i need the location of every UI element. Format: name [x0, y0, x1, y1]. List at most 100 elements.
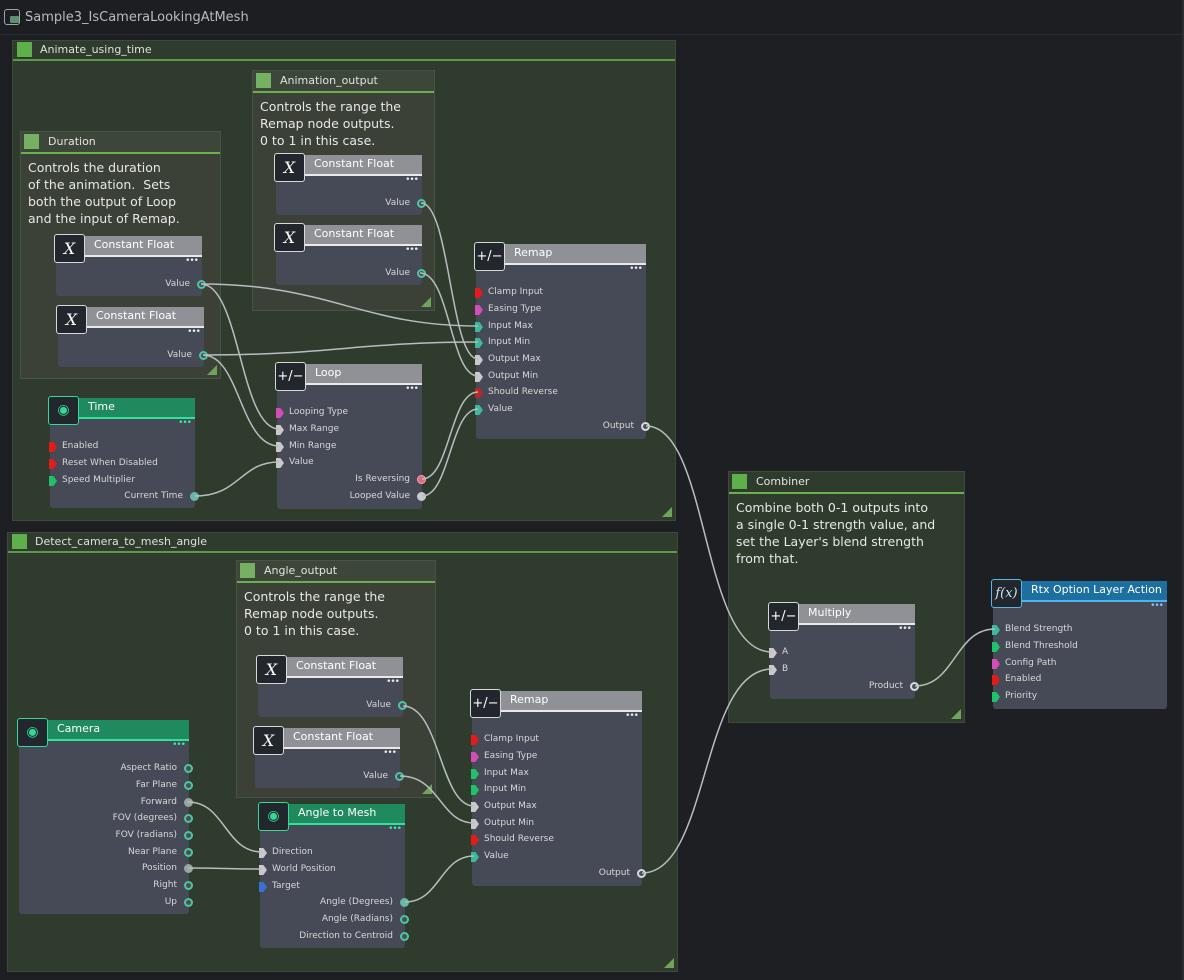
comment-header[interactable]: Animation_output — [253, 71, 434, 93]
output-pin-fov-radians[interactable] — [184, 831, 193, 840]
output-pin-aspect-ratio[interactable] — [184, 764, 193, 773]
node-multiply[interactable]: Multiply +/− ••• A B Product — [770, 604, 915, 699]
output-pin-output[interactable] — [637, 869, 646, 878]
input-pin-output-max[interactable] — [475, 355, 483, 365]
output-pin-forward[interactable] — [184, 798, 193, 807]
node-remap[interactable]: Remap +/− ••• Clamp Input Easing Type In… — [472, 691, 642, 886]
more-options-icon[interactable]: ••• — [386, 677, 399, 687]
port-label: Easing Type — [484, 751, 537, 761]
more-options-icon[interactable]: ••• — [625, 711, 638, 721]
group-header[interactable]: Detect_camera_to_mesh_angle — [8, 533, 677, 553]
node-remap[interactable]: Remap +/− ••• Clamp Input Easing Type In… — [476, 244, 646, 439]
input-pin-blend-threshold[interactable] — [992, 642, 1000, 652]
output-pin-output[interactable] — [641, 422, 650, 431]
output-pin-current-time[interactable] — [190, 492, 199, 501]
output-pin-angle-degrees[interactable] — [400, 898, 409, 907]
input-pin-value[interactable] — [276, 458, 284, 468]
node-camera[interactable]: Camera ◉ ••• Aspect Ratio Far Plane Forw… — [19, 720, 189, 914]
input-pin-reset-when-disabled[interactable] — [49, 459, 57, 469]
input-pin-easing-type[interactable] — [471, 752, 479, 762]
comment-header[interactable]: Combiner — [729, 472, 964, 494]
output-pin-direction-to-centroid[interactable] — [400, 932, 409, 941]
node-constant-float[interactable]: Constant Float X ••• Value — [258, 657, 403, 717]
node-rtx-option-layer-action[interactable]: Rtx Option Layer Action f(x) ••• Blend S… — [993, 581, 1167, 709]
input-pin-value[interactable] — [475, 405, 483, 415]
more-options-icon[interactable]: ••• — [383, 748, 396, 758]
port-label: Forward — [141, 797, 177, 807]
node-constant-float[interactable]: Constant Float X ••• Value — [276, 225, 422, 285]
node-constant-float[interactable]: Constant Float X ••• Value — [56, 236, 202, 296]
input-pin-blend-strength[interactable] — [992, 625, 1000, 635]
input-pin-easing-type[interactable] — [475, 305, 483, 315]
more-options-icon[interactable]: ••• — [172, 740, 185, 750]
input-pin-a[interactable] — [769, 648, 777, 658]
input-pin-world-position[interactable] — [259, 865, 267, 875]
input-pin-enabled[interactable] — [49, 442, 57, 452]
input-pin-input-max[interactable] — [471, 769, 479, 779]
input-pin-output-max[interactable] — [471, 802, 479, 812]
more-options-icon[interactable]: ••• — [898, 624, 911, 634]
node-constant-float[interactable]: Constant Float X ••• Value — [255, 728, 400, 788]
more-options-icon[interactable]: ••• — [388, 824, 401, 834]
input-pin-output-min[interactable] — [475, 372, 483, 382]
input-pin-speed-multiplier[interactable] — [49, 476, 57, 486]
input-pin-clamp-input[interactable] — [471, 735, 479, 745]
output-pin-far-plane[interactable] — [184, 781, 193, 790]
more-options-icon[interactable]: ••• — [185, 256, 198, 266]
output-pin-value[interactable] — [398, 701, 407, 710]
node-loop[interactable]: Loop +/− ••• Looping Type Max Range Min … — [277, 364, 422, 509]
input-pin-should-reverse[interactable] — [471, 835, 479, 845]
output-pin-value[interactable] — [395, 772, 404, 781]
more-options-icon[interactable]: ••• — [405, 384, 418, 394]
output-pin-value[interactable] — [417, 199, 426, 208]
output-pin-value[interactable] — [199, 351, 208, 360]
resize-handle[interactable] — [207, 365, 217, 375]
output-pin-looped-value[interactable] — [417, 492, 426, 501]
input-pin-target[interactable] — [259, 882, 267, 892]
output-pin-position[interactable] — [184, 864, 193, 873]
input-pin-input-min[interactable] — [471, 785, 479, 795]
resize-handle[interactable] — [664, 958, 674, 968]
group-header[interactable]: Animate_using_time — [13, 41, 675, 61]
input-pin-input-max[interactable] — [475, 322, 483, 332]
input-pin-enabled[interactable] — [992, 675, 1000, 685]
resize-handle[interactable] — [421, 297, 431, 307]
more-options-icon[interactable]: ••• — [629, 264, 642, 274]
input-pin-max-range[interactable] — [276, 425, 284, 435]
input-pin-config-path[interactable] — [992, 659, 1000, 669]
output-pin-value[interactable] — [197, 280, 206, 289]
output-pin-value[interactable] — [417, 269, 426, 278]
input-pin-b[interactable] — [769, 665, 777, 675]
output-pin-near-plane[interactable] — [184, 848, 193, 857]
output-pin-is-reversing[interactable] — [417, 475, 426, 484]
output-pin-product[interactable] — [910, 682, 919, 691]
node-constant-float[interactable]: Constant Float X ••• Value — [58, 307, 204, 367]
more-options-icon[interactable]: ••• — [405, 175, 418, 185]
output-pin-up[interactable] — [184, 898, 193, 907]
comment-header[interactable]: Duration — [21, 132, 220, 154]
more-options-icon[interactable]: ••• — [405, 245, 418, 255]
resize-handle[interactable] — [422, 784, 432, 794]
input-pin-looping-type[interactable] — [276, 408, 284, 418]
comment-header[interactable]: Angle_output — [237, 561, 435, 583]
input-pin-direction[interactable] — [259, 848, 267, 858]
input-pin-input-min[interactable] — [475, 338, 483, 348]
input-pin-output-min[interactable] — [471, 819, 479, 829]
input-pin-min-range[interactable] — [276, 442, 284, 452]
output-pin-right[interactable] — [184, 881, 193, 890]
input-pin-value[interactable] — [471, 852, 479, 862]
more-options-icon[interactable]: ••• — [1150, 601, 1163, 611]
output-pin-fov-degrees[interactable] — [184, 814, 193, 823]
node-angle-to-mesh[interactable]: Angle to Mesh ◉ ••• Direction World Posi… — [260, 804, 405, 948]
resize-handle[interactable] — [662, 507, 672, 517]
more-options-icon[interactable]: ••• — [178, 418, 191, 428]
resize-handle[interactable] — [951, 709, 961, 719]
input-pin-should-reverse[interactable] — [475, 388, 483, 398]
graph-icon — [4, 9, 20, 25]
node-time[interactable]: Time ◉ ••• Enabled Reset When Disabled S… — [50, 398, 195, 508]
input-pin-priority[interactable] — [992, 692, 1000, 702]
more-options-icon[interactable]: ••• — [187, 327, 200, 337]
output-pin-angle-radians[interactable] — [400, 915, 409, 924]
node-constant-float[interactable]: Constant Float X ••• Value — [276, 155, 422, 215]
input-pin-clamp-input[interactable] — [475, 288, 483, 298]
